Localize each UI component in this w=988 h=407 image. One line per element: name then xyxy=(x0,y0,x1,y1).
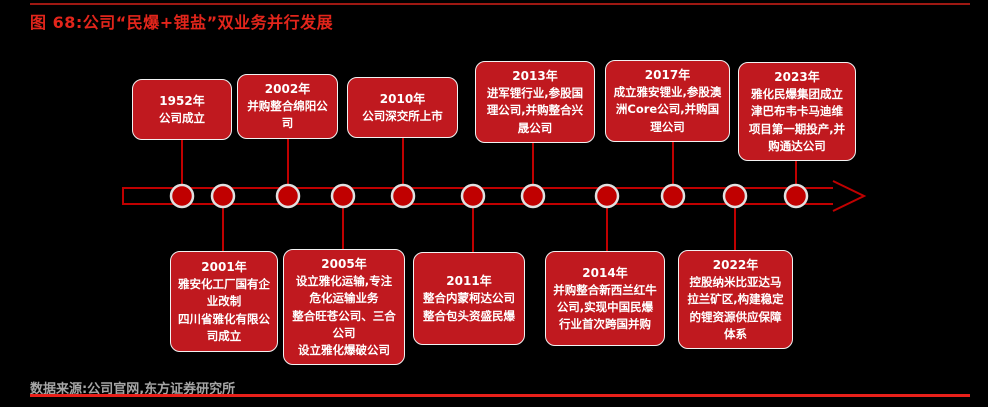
event-marker-dot-2017 xyxy=(660,183,686,209)
event-marker-dot-2023 xyxy=(783,183,809,209)
timeline-event-box-2011: 2011年 整合内蒙柯达公司 整合包头资盛民爆 xyxy=(413,252,525,345)
bottom-rule-line xyxy=(30,394,970,397)
event-desc: 进军锂行业,参股国理公司,并购整合兴晟公司 xyxy=(486,86,584,135)
event-desc: 设立雅化运输,专注危化运输业务 整合旺苍公司、三合公司 设立雅化爆破公司 xyxy=(292,274,396,357)
event-marker-dot-2005 xyxy=(330,183,356,209)
event-desc: 公司深交所上市 xyxy=(362,108,443,123)
event-desc: 雅化民爆集团成立 津巴布韦卡马迪维项目第一期投产,并购通达公司 xyxy=(748,87,846,153)
event-year: 2014年 xyxy=(582,265,628,280)
event-year: 1952年 xyxy=(159,93,205,108)
event-marker-dot-2002 xyxy=(275,183,301,209)
event-desc: 整合内蒙柯达公司 整合包头资盛民爆 xyxy=(423,291,515,323)
timeline-event-box-2014: 2014年 并购整合新西兰红牛公司,实现中国民爆行业首次跨国并购 xyxy=(545,251,665,346)
event-year: 2002年 xyxy=(264,82,311,96)
event-year: 2005年 xyxy=(321,257,367,271)
event-marker-dot-2011 xyxy=(460,183,486,209)
event-year: 2001年 xyxy=(201,260,247,274)
timeline-event-box-2005: 2005年 设立雅化运输,专注危化运输业务 整合旺苍公司、三合公司 设立雅化爆破… xyxy=(283,249,405,366)
event-marker-dot-2001 xyxy=(210,183,236,209)
timeline-event-box-2022: 2022年 控股纳米比亚达马拉兰矿区,构建稳定的锂资源供应保障体系 xyxy=(678,250,793,349)
timeline-event-box-2010: 2010年 公司深交所上市 xyxy=(347,77,458,138)
timeline-arrowhead xyxy=(832,180,867,212)
event-year: 2017年 xyxy=(644,68,691,82)
event-year: 2011年 xyxy=(446,274,492,289)
event-year: 2023年 xyxy=(774,70,820,84)
event-desc: 控股纳米比亚达马拉兰矿区,构建稳定的锂资源供应保障体系 xyxy=(687,275,784,341)
timeline-event-box-2013: 2013年 进军锂行业,参股国理公司,并购整合兴晟公司 xyxy=(475,61,595,143)
event-year: 2022年 xyxy=(712,258,759,272)
timeline-event-box-2017: 2017年 成立雅安锂业,参股澳洲Core公司,并购国理公司 xyxy=(605,60,730,142)
event-desc: 并购整合新西兰红牛公司,实现中国民爆行业首次跨国并购 xyxy=(553,282,657,332)
event-marker-dot-2013 xyxy=(520,183,546,209)
top-rule-line xyxy=(30,3,970,5)
event-marker-dot-2014 xyxy=(594,183,620,209)
event-marker-dot-2010 xyxy=(390,183,416,209)
timeline-event-box-2023: 2023年 雅化民爆集团成立 津巴布韦卡马迪维项目第一期投产,并购通达公司 xyxy=(738,62,856,161)
timeline-event-box-2001: 2001年 雅安化工厂国有企业改制 四川省雅化有限公司成立 xyxy=(170,251,278,352)
source-note: 数据来源:公司官网,东方证券研究所 xyxy=(30,382,236,397)
event-marker-dot-2022 xyxy=(722,183,748,209)
event-year: 2010年 xyxy=(379,91,426,106)
timeline-event-box-2002: 2002年 并购整合绵阳公司 xyxy=(237,74,338,139)
event-desc: 并购整合绵阳公司 xyxy=(247,99,328,131)
event-desc: 雅安化工厂国有企业改制 四川省雅化有限公司成立 xyxy=(178,277,270,343)
timeline-event-box-1952: 1952年 公司成立 xyxy=(132,79,232,140)
event-desc: 公司成立 xyxy=(159,110,205,125)
event-marker-dot-1952 xyxy=(169,183,195,209)
event-desc: 成立雅安锂业,参股澳洲Core公司,并购国理公司 xyxy=(613,85,722,134)
figure-title: 图 68:公司“民爆+锂盐”双业务并行发展 xyxy=(30,13,334,32)
event-year: 2013年 xyxy=(512,69,558,83)
